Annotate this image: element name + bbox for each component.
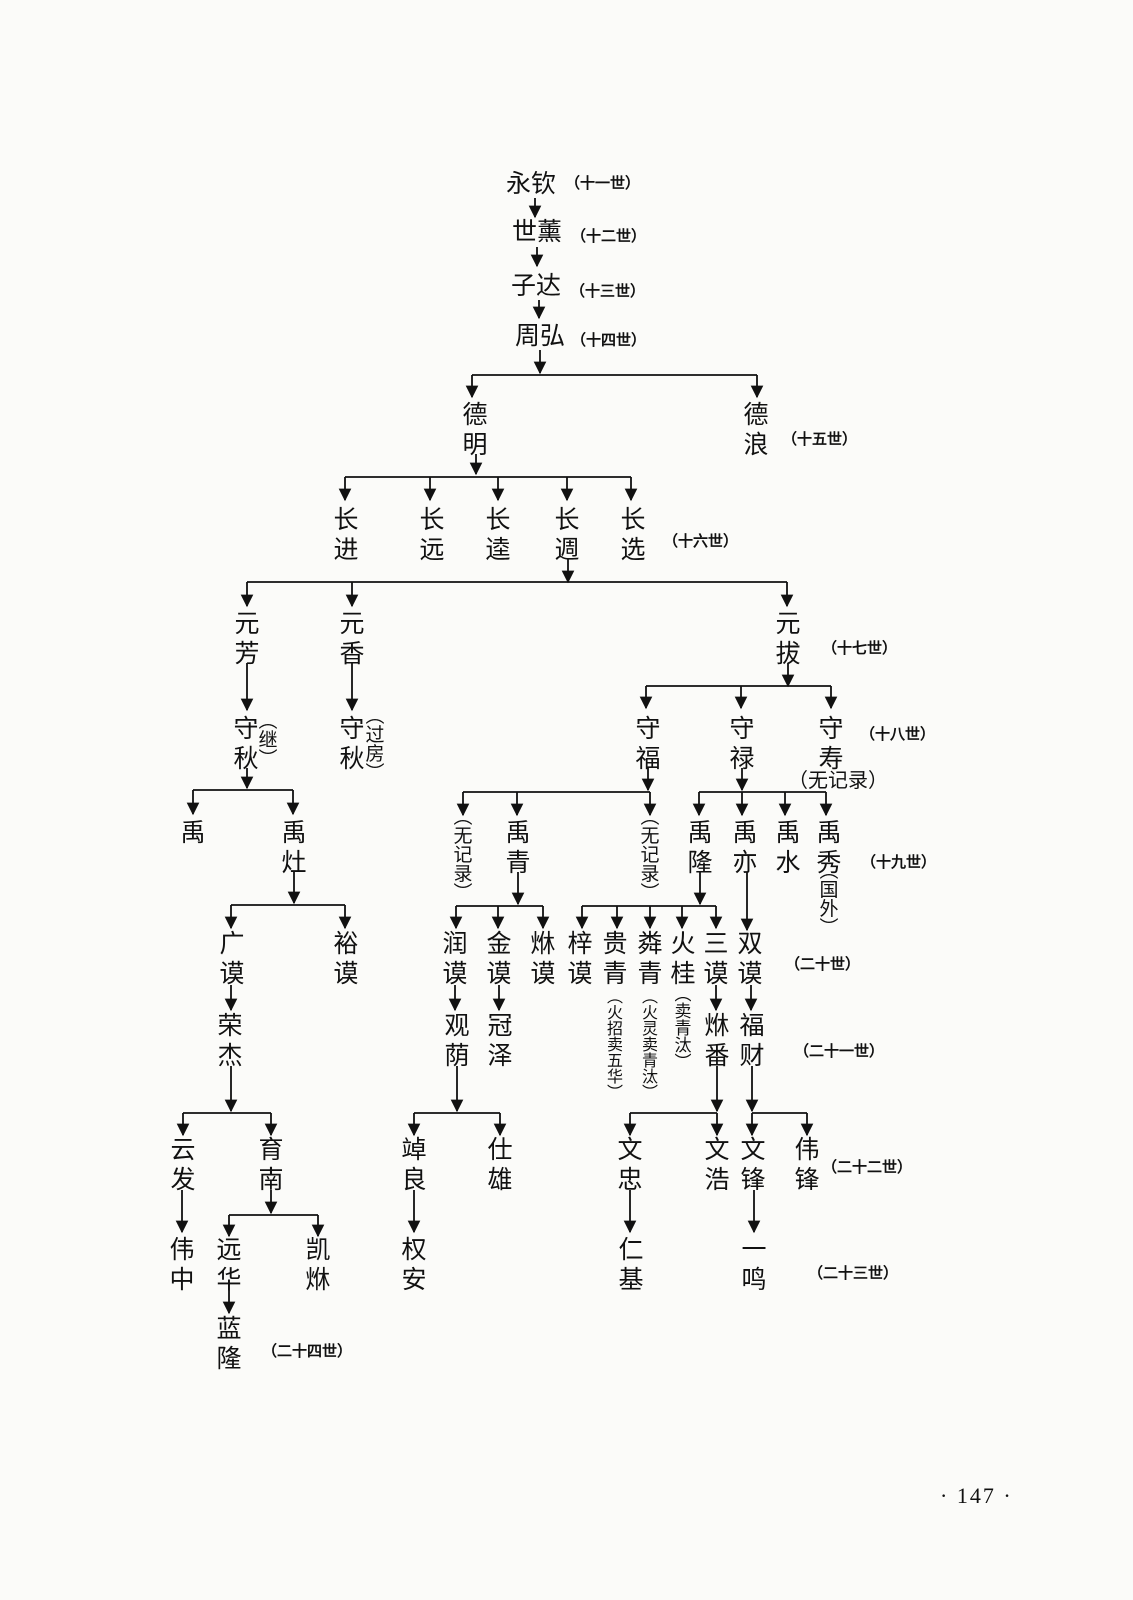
generation-g22: （二十二世） [822,1158,912,1176]
person-yuqing: 禹青 [505,818,530,877]
note-guiqing_note: ︵火招卖五华︶ [607,987,623,1102]
generation-g17: （十七世） [822,639,897,657]
person-yuanhua: 远华 [216,1235,241,1294]
person-shixiong: 仕雄 [487,1135,512,1194]
person-fucai: 福财 [739,1011,764,1070]
person-weifeng: 伟锋 [794,1135,819,1194]
person-shuangmo: 双谟 [737,929,762,988]
connector-lines [175,198,838,1315]
person-wenhao: 文浩 [704,1135,729,1194]
person-guiqing: 贵青 [602,929,627,988]
person-unrec2: ︵无记录︶ [640,806,659,904]
person-unrec1: ︵无记录︶ [453,806,472,904]
person-zhouhong: 周弘 [515,321,565,350]
generation-g21: （二十一世） [794,1042,884,1060]
note-bingqing_note: ︵火灵卖青汰︶ [642,987,658,1102]
annotation-notes: ︵继︶ ︵过房︶ （无记录） ︵无记录︶ ︵无记录︶ ︵国外︶ ︵火招卖五华︶ ︵火灵卖青汰︶… [258,705,888,1102]
person-yunfa: 云发 [170,1135,195,1194]
person-yuanfang: 元芳 [234,609,259,668]
person-zhanliang: 竨良 [401,1135,426,1194]
person-guanyin: 观荫 [444,1011,469,1070]
note-shouqiu_b_note: ︵过房︶ [365,705,384,784]
person-yu1: 禹 [180,818,205,847]
person-delang: 德浪 [743,400,768,459]
person-wenzhong: 文忠 [617,1135,642,1194]
generation-g24: （二十四世） [262,1342,352,1360]
person-zimo: 梓谟 [567,929,592,988]
person-bingqing: 粦青 [637,929,662,988]
person-yumo: 裕谟 [333,929,358,988]
generation-g12: （十二世） [571,227,646,245]
person-shouqiu_b: 守秋 [339,714,364,773]
person-fufan: 烌番 [704,1011,729,1070]
person-yushui: 禹水 [775,818,800,877]
person-weizhong: 伟中 [169,1235,194,1294]
generation-g13: （十三世） [570,282,645,300]
person-yuanxiang: 元香 [339,609,364,668]
person-zida: 子达 [511,271,561,300]
person-guanze: 冠泽 [487,1011,512,1070]
person-kaifu: 凯烌 [305,1235,330,1294]
person-changyuan: 长远 [419,505,444,564]
person-yiming: 一鸣 [741,1235,766,1294]
person-jinmo: 金谟 [486,929,511,988]
person-shixun: 世薰 [512,217,562,246]
generation-labels: （十一世） （十二世） （十三世） （十四世） （十五世） （十六世） （十七世） （十八世）… [262,174,936,1360]
generation-g19: （十九世） [861,853,936,871]
person-fumo: 烌谟 [530,929,555,988]
generation-g11: （十一世） [565,174,640,192]
person-deming: 德明 [462,400,487,459]
note-yuxiu_note: ︵国外︶ [819,860,838,939]
note-huogui_note: ︵卖青汰︶ [675,985,692,1073]
person-yuanba: 元拔 [775,609,800,668]
person-yuxiu: 禹秀 [816,818,841,877]
person-yunan: 育南 [258,1135,283,1194]
generation-g15: （十五世） [782,430,857,448]
page-number: · 147 · [940,1483,1013,1508]
person-changxuan: 长选 [620,505,645,564]
person-shouqiu_a: 守秋 [233,714,258,773]
person-shoufu: 守福 [635,714,660,773]
person-yulong: 禹隆 [687,818,712,877]
person-yuzao: 禹灶 [281,818,306,877]
generation-g14: （十四世） [571,331,646,349]
person-quanan: 权安 [401,1235,426,1294]
person-runmo: 润谟 [442,929,467,988]
person-changzhou: 长週 [554,505,579,564]
person-guangmo: 广谟 [219,929,244,988]
person-yuyi: 禹亦 [732,818,757,877]
person-shoulu: 守禄 [729,714,754,773]
generation-g16: （十六世） [663,532,738,550]
person-sanmo: 三谟 [703,929,728,988]
note-shouqiu_a_note: ︵继︶ [258,710,277,770]
person-changda: 长逵 [485,505,510,564]
generation-g20: （二十世） [785,955,860,973]
person-lanlong: 蓝隆 [216,1314,241,1373]
person-shoushou: 守寿 [818,714,843,773]
person-wenfeng: 文锋 [740,1135,765,1194]
person-renji: 仁基 [618,1235,643,1294]
person-rongjie: 荣杰 [217,1011,242,1070]
note-shoushou_note: （无记录） [788,768,888,792]
person-yongqin: 永钦 [506,169,556,198]
person-huogui: 火桂 [670,929,695,988]
person-changjin: 长进 [333,505,358,564]
generation-g18: （十八世） [860,725,935,743]
generation-g23: （二十三世） [808,1264,898,1282]
